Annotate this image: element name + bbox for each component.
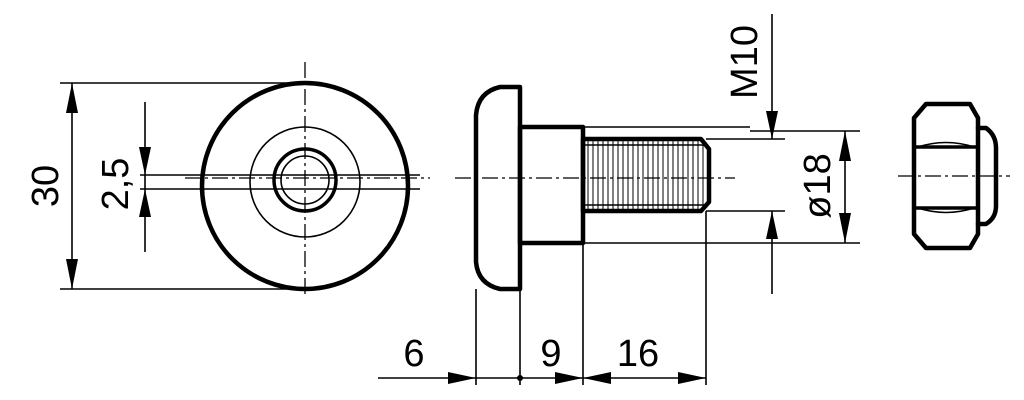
bolt-shank — [517, 124, 586, 246]
dim-label-6: 6 — [403, 333, 424, 375]
arrow-head — [678, 372, 706, 384]
arrow-head — [766, 211, 778, 239]
nut-chamfer-arc-top — [917, 141, 975, 148]
arrow-head — [839, 131, 851, 161]
arrow-head — [839, 213, 851, 243]
dim-label-16: 16 — [617, 333, 659, 375]
thread-hatching — [587, 139, 704, 211]
dimension-m10: M10 — [706, 14, 785, 294]
dimension-18: ø18 — [750, 130, 860, 244]
arrow-head — [66, 83, 78, 113]
bolt-thread-body — [580, 136, 712, 214]
front-view — [140, 62, 430, 298]
hex-nut — [898, 101, 1010, 251]
arrow-head — [448, 372, 476, 384]
nut-body — [911, 101, 981, 251]
arrow-head — [555, 372, 583, 384]
arrow-head — [139, 189, 151, 217]
dim-label-18: ø18 — [797, 153, 839, 218]
dim-label-30: 30 — [25, 165, 67, 207]
dimension-30: 30 — [25, 82, 300, 290]
bolt-head — [473, 84, 523, 292]
dim-label-m10: M10 — [724, 25, 766, 99]
arrow-head — [766, 111, 778, 139]
arrow-head — [66, 259, 78, 289]
nut-collar — [975, 125, 999, 227]
side-view — [455, 84, 780, 292]
dim-label-2-5: 2,5 — [95, 158, 137, 211]
dim-label-9: 9 — [540, 333, 561, 375]
arrow-head — [583, 372, 611, 384]
dimension-2-5: 2,5 — [95, 102, 151, 252]
dimension-dot — [517, 375, 523, 381]
bottom-dimensions: 6 9 16 — [378, 211, 707, 385]
nut-chamfer-arc-bottom — [917, 207, 975, 214]
arrow-head — [139, 147, 151, 175]
